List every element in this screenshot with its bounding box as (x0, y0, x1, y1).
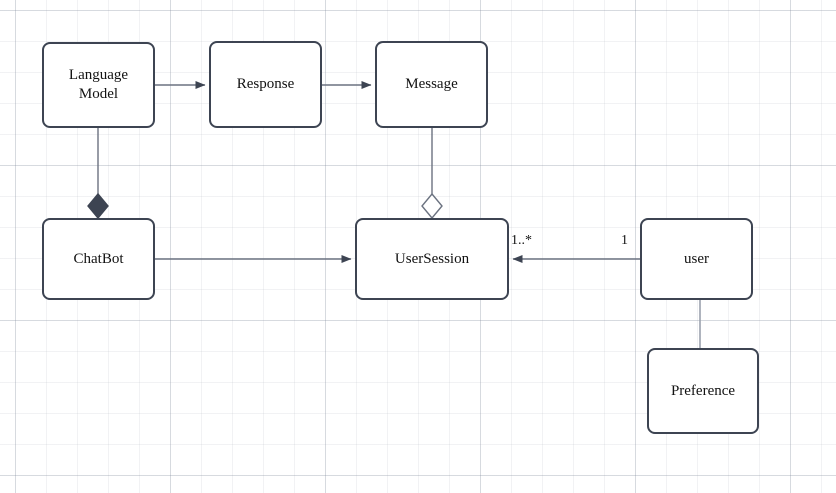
node-message[interactable]: Message (375, 41, 488, 128)
edge-message-to-usersession (421, 128, 443, 220)
node-label-language-model: Language Model (69, 66, 128, 104)
node-label-message: Message (405, 76, 458, 93)
multiplicity-usersession: 1..* (511, 233, 532, 248)
node-label-user: user (684, 250, 709, 267)
node-label-preference: Preference (670, 382, 736, 399)
node-label-response: Response (236, 76, 295, 93)
edge-language-model-to-chatbot (87, 128, 109, 220)
open-diamond-icon (421, 192, 443, 220)
node-language-model[interactable]: Language Model (42, 42, 155, 128)
node-label-chatbot: ChatBot (73, 250, 124, 267)
node-usersession[interactable]: UserSession (355, 218, 509, 300)
node-chatbot[interactable]: ChatBot (42, 218, 155, 300)
node-preference[interactable]: Preference (647, 348, 759, 434)
node-label-line-1: Language (68, 67, 129, 84)
node-response[interactable]: Response (209, 41, 322, 128)
node-label-usersession: UserSession (394, 250, 470, 267)
node-label-line-2: Model (78, 86, 119, 102)
multiplicity-user: 1 (621, 233, 628, 248)
node-user[interactable]: user (640, 218, 753, 300)
filled-diamond-icon (87, 192, 109, 220)
